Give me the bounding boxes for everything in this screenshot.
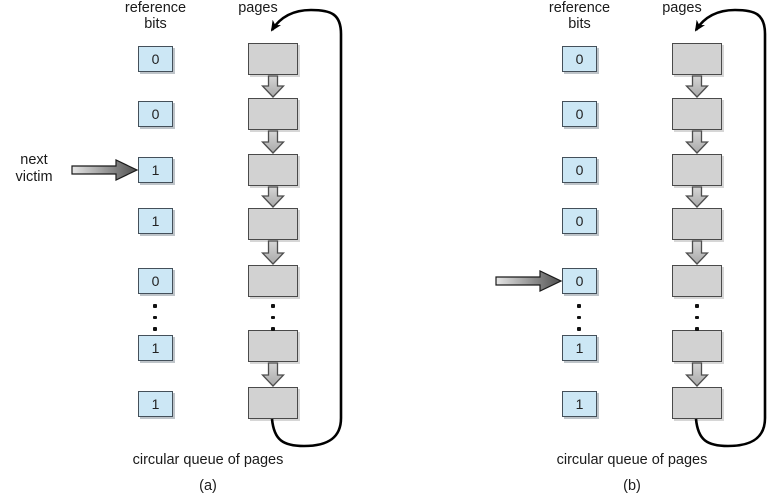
down-arrow-icon xyxy=(260,240,286,265)
page-box xyxy=(672,43,722,75)
reference-bits-header: reference bits xyxy=(103,0,208,32)
next-victim-label-line2: victim xyxy=(15,169,53,185)
vertical-ellipsis-icon xyxy=(271,304,275,331)
page-box xyxy=(248,154,298,186)
panel-b: reference bits pages 0 0 0 0 0 1 1 xyxy=(424,0,771,497)
reference-bits-header: reference bits xyxy=(527,0,632,32)
panel-a: reference bits pages next victim 0 0 1 1… xyxy=(0,0,343,494)
next-victim-arrow-icon xyxy=(71,159,139,181)
reference-bit-box: 0 xyxy=(562,157,597,183)
pages-header: pages xyxy=(238,0,278,16)
reference-bit-box-pointed: 0 xyxy=(562,268,597,294)
next-victim-label: next victim xyxy=(0,152,68,186)
reference-bits-header-line2: bits xyxy=(568,15,591,32)
reference-bit-box: 0 xyxy=(138,46,173,72)
reference-bit-box: 1 xyxy=(562,391,597,417)
down-arrow-icon xyxy=(260,186,286,208)
reference-bits-header-line1: reference xyxy=(124,0,187,16)
page-box xyxy=(672,387,722,419)
down-arrow-icon xyxy=(684,186,710,208)
reference-bit-box: 0 xyxy=(138,268,173,294)
vertical-ellipsis-icon xyxy=(577,304,581,331)
reference-bit-box: 1 xyxy=(562,335,597,361)
page-box xyxy=(672,154,722,186)
next-victim-label-line1: next xyxy=(20,152,48,168)
pages-header: pages xyxy=(662,0,702,16)
page-box xyxy=(248,387,298,419)
panel-a-arrows xyxy=(71,8,343,448)
page-box xyxy=(248,43,298,75)
page-box xyxy=(248,208,298,240)
down-arrow-icon xyxy=(260,75,286,98)
down-arrow-icon xyxy=(684,130,710,154)
reference-bit-box: 1 xyxy=(138,208,173,234)
reference-bits-header-line2: bits xyxy=(144,15,167,32)
page-box xyxy=(672,330,722,362)
page-box xyxy=(248,265,298,297)
reference-bit-box-next-victim: 1 xyxy=(138,157,173,183)
down-arrow-icon xyxy=(684,75,710,98)
reference-bit-box: 0 xyxy=(562,46,597,72)
down-arrow-icon xyxy=(260,130,286,154)
page-box xyxy=(672,265,722,297)
reference-bits-header-line1: reference xyxy=(548,0,611,16)
caption-circular-queue: circular queue of pages xyxy=(132,452,284,468)
reference-bit-box: 0 xyxy=(562,208,597,234)
panel-label-a: (a) xyxy=(199,478,217,494)
page-box xyxy=(248,98,298,130)
pointer-arrow-icon xyxy=(495,270,563,292)
vertical-ellipsis-icon xyxy=(695,304,699,331)
down-arrow-icon xyxy=(684,240,710,265)
down-arrow-icon xyxy=(684,362,710,387)
page-box xyxy=(672,208,722,240)
down-arrow-icon xyxy=(260,362,286,387)
reference-bit-box: 1 xyxy=(138,335,173,361)
reference-bit-box: 0 xyxy=(138,101,173,127)
page-box xyxy=(672,98,722,130)
caption-circular-queue: circular queue of pages xyxy=(556,452,708,468)
vertical-ellipsis-icon xyxy=(153,304,157,331)
reference-bit-box: 0 xyxy=(562,101,597,127)
panel-label-b: (b) xyxy=(623,478,641,494)
page-box xyxy=(248,330,298,362)
reference-bit-box: 1 xyxy=(138,391,173,417)
